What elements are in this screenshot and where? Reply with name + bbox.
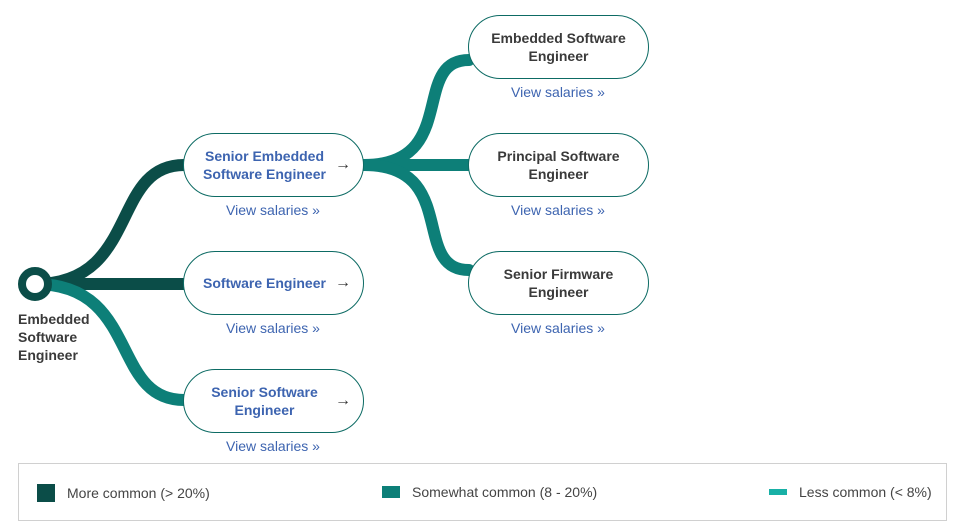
job-node-principal-software-engineer[interactable]: Principal Software Engineer xyxy=(468,133,649,197)
arrow-right-icon: → xyxy=(335,392,351,409)
legend: More common (> 20%) Somewhat common (8 -… xyxy=(18,463,947,521)
root-job-title: Embedded Software Engineer xyxy=(18,311,90,363)
view-salaries-link[interactable]: View salaries » xyxy=(226,202,320,218)
job-node-label: Embedded Software Engineer xyxy=(491,30,626,64)
job-node-senior-software-engineer[interactable]: Senior Software Engineer → xyxy=(183,369,364,433)
view-salaries-link[interactable]: View salaries » xyxy=(511,320,605,336)
job-node-software-engineer[interactable]: Software Engineer → xyxy=(183,251,364,315)
path-to-senior-software xyxy=(29,278,190,406)
path-to-senior-firmware xyxy=(358,159,475,276)
arrow-right-icon: → xyxy=(335,274,351,291)
view-salaries-link[interactable]: View salaries » xyxy=(226,320,320,336)
job-node-label: Senior Software Engineer xyxy=(211,384,318,418)
path-to-embedded-software xyxy=(358,54,475,171)
job-node-label: Senior Firmware Engineer xyxy=(503,266,614,300)
path-to-senior-embedded xyxy=(29,159,190,290)
job-node-senior-firmware-engineer[interactable]: Senior Firmware Engineer xyxy=(468,251,649,315)
legend-label: More common (> 20%) xyxy=(67,485,210,501)
root-node-marker xyxy=(18,267,52,301)
legend-item-somewhat-common: Somewhat common (8 - 20%) xyxy=(382,484,597,500)
view-salaries-link[interactable]: View salaries » xyxy=(226,438,320,454)
job-node-label: Software Engineer xyxy=(203,275,326,291)
legend-label: Somewhat common (8 - 20%) xyxy=(412,484,598,500)
legend-swatch-somewhat-common xyxy=(382,486,400,498)
arrow-right-icon: → xyxy=(335,156,351,173)
legend-item-more-common: More common (> 20%) xyxy=(37,484,210,502)
legend-swatch-less-common xyxy=(769,489,787,495)
legend-swatch-more-common xyxy=(37,484,55,502)
legend-label: Less common (< 8%) xyxy=(799,484,932,500)
view-salaries-link[interactable]: View salaries » xyxy=(511,84,605,100)
legend-item-less-common: Less common (< 8%) xyxy=(769,484,932,500)
job-node-label: Senior Embedded Software Engineer xyxy=(203,148,326,182)
job-node-senior-embedded-software-engineer[interactable]: Senior Embedded Software Engineer → xyxy=(183,133,364,197)
view-salaries-link[interactable]: View salaries » xyxy=(511,202,605,218)
job-node-label: Principal Software Engineer xyxy=(497,148,620,182)
job-node-embedded-software-engineer[interactable]: Embedded Software Engineer xyxy=(468,15,649,79)
